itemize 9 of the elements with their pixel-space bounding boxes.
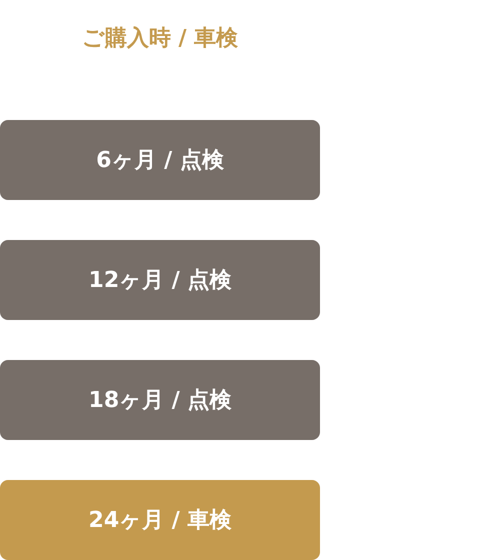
step-label: 18ヶ月 / 点検 — [88, 386, 232, 414]
step-label: 6ヶ月 / 点検 — [96, 146, 224, 174]
step-box — [0, 240, 320, 320]
step-label: 24ヶ月 / 車検 — [88, 506, 232, 534]
step-label: 12ヶ月 / 点検 — [88, 266, 232, 294]
step-box — [0, 480, 320, 560]
title: ご購入時 / 車検 — [80, 25, 240, 53]
step-box — [0, 360, 320, 440]
step-box — [0, 120, 320, 200]
